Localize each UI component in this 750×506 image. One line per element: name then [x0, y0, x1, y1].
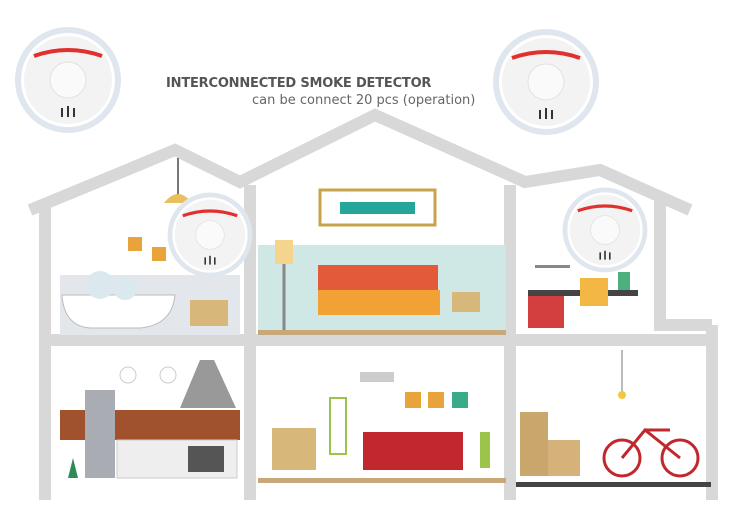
smoke-detector-office	[565, 190, 645, 270]
smoke-detector-bathroom	[170, 195, 250, 275]
office	[528, 265, 638, 328]
garage	[516, 350, 711, 487]
bathroom	[60, 158, 240, 335]
living-room	[258, 372, 506, 483]
house-walls	[27, 108, 718, 500]
smoke-detector-top-right	[496, 32, 596, 132]
smoke-detector-top-left	[18, 30, 118, 130]
bedroom	[258, 188, 506, 335]
kitchen	[60, 360, 240, 479]
headline: INTERCONNECTED SMOKE DETECTOR	[166, 76, 432, 91]
subline: can be connect 20 pcs (operation)	[252, 93, 476, 108]
